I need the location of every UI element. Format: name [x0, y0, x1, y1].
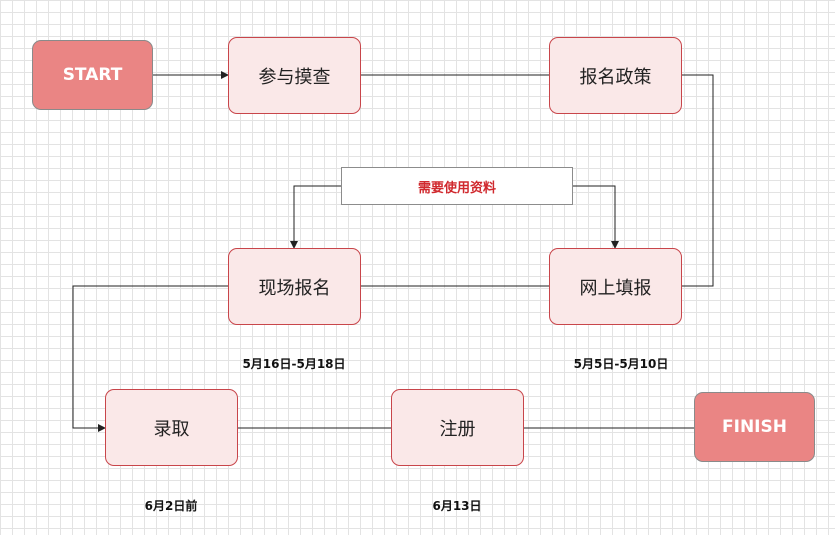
note-to-onsite-arrow: [290, 185, 342, 249]
registration-node: 注册: [391, 389, 524, 466]
research-node: 参与摸查: [228, 37, 361, 114]
policy-to-online-line: [681, 74, 714, 287]
policy-node: 报名政策: [549, 37, 682, 114]
onsite-to-admission-arrow: [72, 285, 229, 432]
registration-date: 6月13日: [432, 499, 482, 513]
start-node: START: [32, 40, 153, 110]
onsite-date: 5月16日-5月18日: [242, 357, 346, 371]
online-date: 5月5日-5月10日: [573, 357, 669, 371]
note-to-online-arrow: [572, 185, 619, 249]
onsite-node: 现场报名: [228, 248, 361, 325]
admission-node: 录取: [105, 389, 238, 466]
finish-node: FINISH: [694, 392, 815, 462]
materials-note: 需要使用资料: [341, 167, 573, 205]
online-node: 网上填报: [549, 248, 682, 325]
admission-date: 6月2日前: [144, 499, 198, 513]
